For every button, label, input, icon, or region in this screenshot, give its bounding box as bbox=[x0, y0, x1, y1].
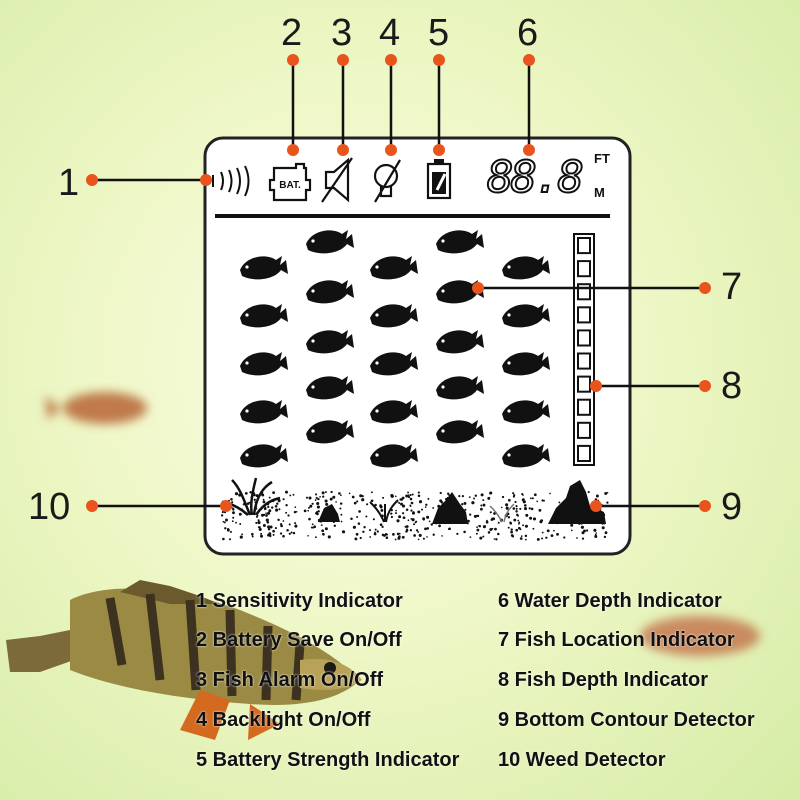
callout-dot bbox=[86, 500, 98, 512]
legend-item-7: 7 Fish Location Indicator bbox=[498, 629, 735, 651]
depth-scale-segment bbox=[577, 375, 591, 393]
callout-dot bbox=[699, 380, 711, 392]
callout-number-6: 6 bbox=[517, 12, 539, 54]
callout-dot bbox=[86, 174, 98, 186]
battery-save-label: BAT. bbox=[279, 180, 301, 191]
callout-number-7: 7 bbox=[721, 266, 743, 308]
callout-dot bbox=[472, 282, 484, 294]
rock-icon bbox=[318, 480, 606, 524]
blurred-fish-right bbox=[640, 616, 760, 656]
depth-scale-segment bbox=[577, 306, 591, 324]
water-surface-line bbox=[215, 214, 610, 218]
legend-item-3: 3 Fish Alarm On/Off bbox=[196, 669, 384, 691]
depth-scale-segment bbox=[577, 260, 591, 278]
depth-scale-segment bbox=[577, 398, 591, 416]
perch-fish-image bbox=[6, 580, 362, 740]
depth-scale-segment bbox=[577, 283, 591, 301]
depth-scale-segment bbox=[577, 421, 591, 439]
callout-number-8: 8 bbox=[721, 365, 743, 407]
callout-number-10: 10 bbox=[28, 486, 71, 528]
legend-item-10: 10 Weed Detector bbox=[498, 749, 666, 771]
callout-dot bbox=[590, 500, 602, 512]
depth-unit-ft: FT bbox=[594, 151, 610, 166]
battery-save-icon: BAT. bbox=[268, 162, 312, 202]
weed-icon-faint bbox=[489, 503, 515, 523]
callout-dot bbox=[385, 144, 397, 156]
callout-dot bbox=[433, 144, 445, 156]
callout-number-1: 1 bbox=[58, 162, 80, 204]
water-depth-readout: 88.8 bbox=[487, 152, 582, 203]
callout-dot bbox=[220, 500, 232, 512]
callout-number-9: 9 bbox=[721, 486, 743, 528]
callout-dot bbox=[337, 144, 349, 156]
callout-number-3: 3 bbox=[331, 12, 353, 54]
callout-dot bbox=[287, 144, 299, 156]
callout-dot bbox=[523, 144, 535, 156]
callout-dot bbox=[287, 54, 299, 66]
legend-item-8: 8 Fish Depth Indicator bbox=[498, 669, 709, 691]
callout-dot bbox=[337, 54, 349, 66]
callout-dot bbox=[590, 380, 602, 392]
callout-dot bbox=[699, 500, 711, 512]
callout-number-2: 2 bbox=[281, 12, 303, 54]
battery-strength-icon bbox=[426, 159, 452, 200]
callout-dot bbox=[200, 174, 212, 186]
callout-markers bbox=[86, 54, 711, 512]
depth-scale-segment bbox=[577, 444, 591, 462]
depth-scale-frame bbox=[573, 233, 595, 466]
legend-item-5: 5 Battery Strength Indicator bbox=[196, 749, 460, 771]
depth-scale-segment bbox=[577, 329, 591, 347]
backlight-icon bbox=[373, 159, 401, 203]
callout-dot bbox=[523, 54, 535, 66]
legend-item-9: 9 Bottom Contour Detector bbox=[498, 709, 755, 731]
weed-icon bbox=[223, 477, 281, 516]
callout-number-4: 4 bbox=[379, 12, 401, 54]
depth-scale-segment bbox=[577, 237, 591, 255]
legend-item-1: 1 Sensitivity Indicator bbox=[196, 590, 403, 612]
sensitivity-icon bbox=[212, 165, 250, 197]
callout-dot bbox=[433, 54, 445, 66]
fish-alarm-icon bbox=[321, 157, 353, 203]
weed-icon-small bbox=[369, 499, 399, 523]
depth-unit-m: M bbox=[594, 185, 605, 200]
fish-depth-scale bbox=[573, 233, 595, 466]
callout-dot bbox=[699, 282, 711, 294]
blurred-fish-left bbox=[45, 392, 147, 424]
legend-item-6: 6 Water Depth Indicator bbox=[498, 590, 722, 612]
legend-item-4: 4 Backlight On/Off bbox=[196, 709, 371, 731]
callout-dot bbox=[385, 54, 397, 66]
legend-item-2: 2 Battery Save On/Off bbox=[196, 629, 402, 651]
callout-number-5: 5 bbox=[428, 12, 450, 54]
depth-scale-segment bbox=[577, 352, 591, 370]
